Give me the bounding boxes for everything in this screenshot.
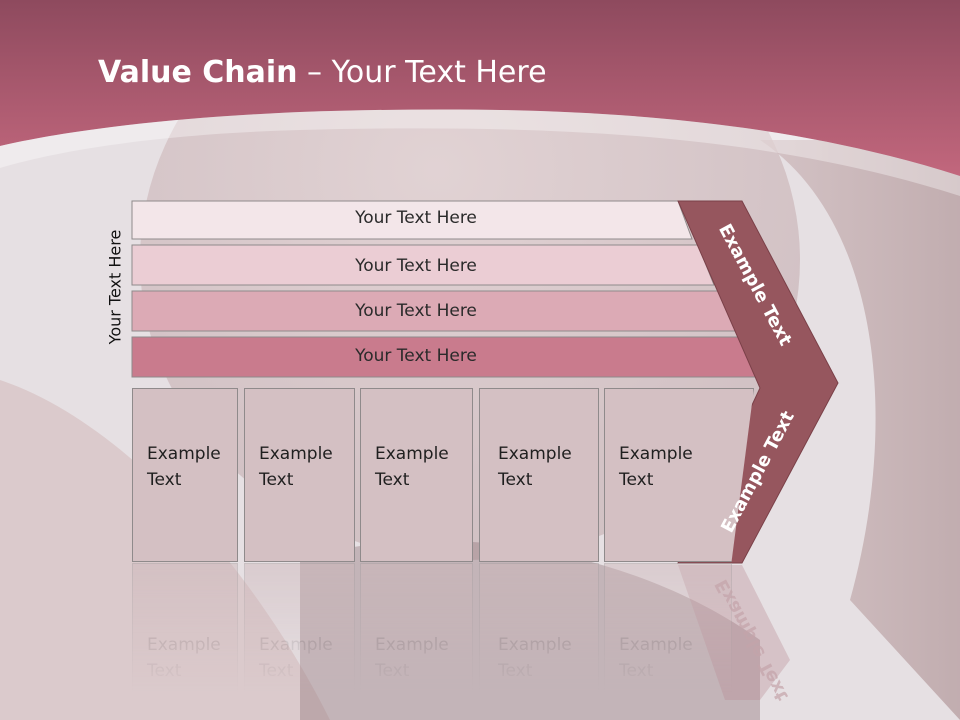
row-1-bar[interactable] [131, 200, 693, 240]
row-3-label: Your Text Here [355, 301, 477, 321]
header-band [0, 0, 960, 196]
row-1-label: Your Text Here [355, 208, 477, 228]
chevron-arrow[interactable] [677, 200, 839, 564]
title-rest: – Your Text Here [297, 55, 547, 90]
row-4-label: Your Text Here [355, 346, 477, 366]
slide-title: Value Chain – Your Text Here [98, 55, 547, 90]
row-2-label: Your Text Here [355, 256, 477, 276]
title-bold: Value Chain [98, 55, 298, 90]
row-2-bar[interactable] [131, 244, 715, 286]
